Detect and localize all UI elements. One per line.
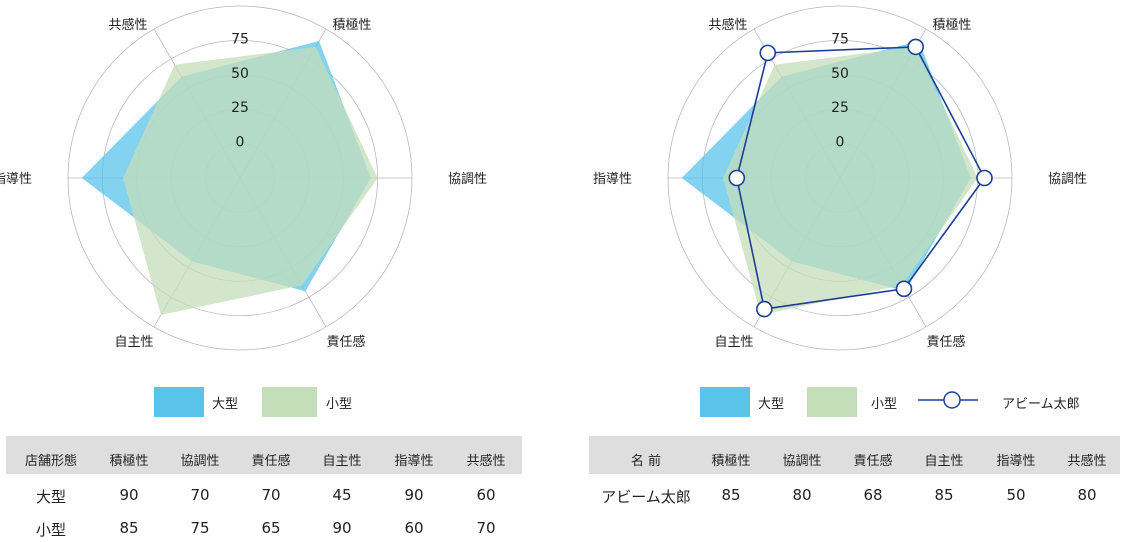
table-header-cell: 店舗形態 bbox=[24, 454, 77, 469]
series-area-small bbox=[123, 46, 378, 316]
axis-label: 自主性 bbox=[114, 335, 153, 350]
legend-swatch-small bbox=[262, 387, 317, 417]
table-row-label: アビーム太郎 bbox=[601, 488, 691, 506]
axis-label: 積極性 bbox=[932, 17, 971, 33]
table-cell: 45 bbox=[332, 486, 352, 504]
table-cell: 60 bbox=[476, 486, 496, 504]
legend-label-small-right: 小型 bbox=[871, 397, 898, 412]
data-point-person bbox=[895, 280, 913, 298]
table-cell: 85 bbox=[934, 486, 954, 504]
table-right-header bbox=[589, 436, 1120, 474]
table-cell: 80 bbox=[1077, 486, 1097, 504]
table-cell: 90 bbox=[119, 486, 139, 504]
data-point-person bbox=[907, 38, 924, 56]
table-header-cell: 責任感 bbox=[853, 454, 893, 469]
legend-label-person: アビーム太郎 bbox=[1002, 397, 1080, 412]
table-cell: 75 bbox=[190, 519, 210, 537]
table-cell: 85 bbox=[119, 519, 139, 537]
axis-label: 指導性 bbox=[593, 172, 632, 187]
data-point-person bbox=[759, 44, 777, 62]
table-header-cell: 積極性 bbox=[109, 454, 149, 469]
tick-label: 75 bbox=[831, 31, 849, 47]
table-header-cell: 責任感 bbox=[251, 454, 291, 469]
table-cell: 80 bbox=[792, 486, 812, 504]
table-cell: 70 bbox=[476, 519, 496, 537]
table-cell: 70 bbox=[261, 486, 281, 504]
tick-label: 0 bbox=[236, 135, 245, 151]
data-point-person bbox=[756, 300, 773, 318]
table-row-label: 大型 bbox=[35, 488, 66, 506]
table-cell: 65 bbox=[261, 519, 281, 537]
table-header-cell: 共感性 bbox=[1067, 454, 1107, 469]
legend-swatch-large bbox=[154, 387, 204, 417]
table-cell: 70 bbox=[190, 486, 210, 504]
legend-swatch-large-right bbox=[700, 387, 750, 417]
table-left-header bbox=[6, 436, 522, 474]
axis-label: 自主性 bbox=[714, 335, 753, 350]
axis-label: 積極性 bbox=[332, 17, 371, 33]
axis-label: 共感性 bbox=[108, 17, 147, 33]
table-row-label: 小型 bbox=[35, 521, 66, 539]
table-header-cell: 自主性 bbox=[322, 454, 362, 469]
tick-label: 0 bbox=[836, 135, 845, 151]
tick-label: 50 bbox=[231, 66, 249, 82]
table-cell: 50 bbox=[1006, 486, 1026, 504]
table-header-cell: 共感性 bbox=[466, 454, 506, 469]
tick-label: 25 bbox=[831, 100, 849, 116]
table-cell: 90 bbox=[404, 486, 424, 504]
tick-label: 75 bbox=[231, 31, 249, 47]
data-point-person bbox=[728, 169, 746, 187]
axis-label: 指導性 bbox=[0, 172, 32, 187]
legend-marker-person bbox=[918, 391, 978, 409]
table-header-cell: 協調性 bbox=[782, 454, 822, 469]
legend-label-large-right: 大型 bbox=[758, 397, 785, 412]
axis-label: 共感性 bbox=[708, 17, 747, 33]
series-area-small bbox=[723, 46, 978, 316]
table-cell: 68 bbox=[863, 486, 883, 504]
axis-label: 協調性 bbox=[1048, 172, 1087, 187]
tick-label: 25 bbox=[231, 100, 249, 116]
axis-label: 責任感 bbox=[926, 334, 965, 350]
table-header-cell: 積極性 bbox=[711, 454, 751, 469]
table-header-cell: 自主性 bbox=[924, 454, 964, 469]
legend-label-large: 大型 bbox=[212, 397, 239, 412]
table-header-cell: 指導性 bbox=[394, 454, 434, 469]
legend-label-small: 小型 bbox=[326, 397, 353, 412]
table-header-cell: 名 前 bbox=[630, 454, 662, 469]
table-header-cell: 指導性 bbox=[996, 454, 1036, 469]
table-cell: 90 bbox=[332, 519, 352, 537]
data-point-person bbox=[976, 169, 993, 187]
tick-label: 50 bbox=[831, 66, 849, 82]
table-cell: 60 bbox=[404, 519, 424, 537]
table-header-cell: 協調性 bbox=[180, 454, 220, 469]
axis-label: 責任感 bbox=[326, 334, 365, 350]
axis-label: 協調性 bbox=[448, 172, 487, 187]
legend-swatch-small-right bbox=[807, 387, 857, 417]
table-cell: 85 bbox=[721, 486, 741, 504]
